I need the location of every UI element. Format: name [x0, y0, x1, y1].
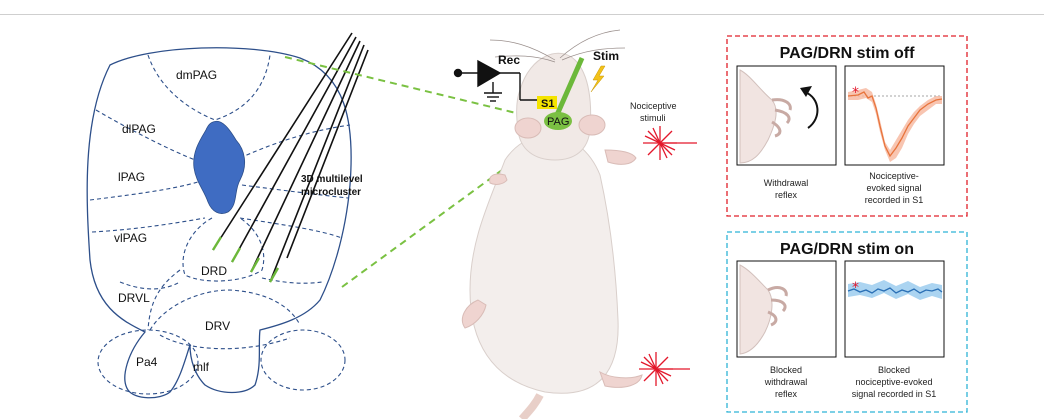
rat-ear-right [578, 114, 606, 136]
panel-on-border [726, 231, 968, 413]
rat-front-paw-right [604, 149, 637, 165]
region-label-dmpag: dmPAG [176, 68, 217, 82]
region-label-pa4: Pa4 [136, 355, 158, 369]
probe-label-line1: 3D multilevel [301, 174, 363, 185]
rec-label: Rec [498, 53, 520, 67]
probe-label-line2: microcluster [301, 187, 361, 198]
panel-off-title: PAG/DRN stim off [780, 45, 915, 62]
rat-ear-left [514, 117, 542, 139]
nociceptive-label-line2: stimuli [640, 113, 666, 123]
region-label-drvl: DRVL [118, 291, 150, 305]
rat-illustration: S1 PAG Rec Stim Nociceptive stimuli [453, 29, 697, 419]
top-rule [0, 14, 1044, 15]
panel-on-title: PAG/DRN stim on [780, 241, 914, 258]
panel-on-toes [767, 286, 788, 327]
laser-burst-icon-top [643, 126, 697, 160]
probe-shafts [212, 32, 369, 283]
pag-marker [544, 112, 572, 130]
laser-burst-icon-bottom [639, 352, 690, 386]
panel-stim-on: PAG/DRN stim on * Blocked withdrawal ref… [726, 231, 968, 413]
rat-whiskers [489, 29, 626, 63]
panel-on-right-caption-1: Blocked [878, 365, 910, 375]
panel-off-trace [847, 91, 943, 158]
right-ellipse-outline [260, 329, 346, 391]
panel-on-left-caption-1: Blocked [770, 365, 802, 375]
nociceptive-label-line1: Nociceptive [630, 101, 677, 111]
panel-off-toes [771, 98, 792, 138]
panel-off-star-icon: * [852, 85, 859, 101]
brain-outline [86, 47, 352, 399]
rat-hind-paw-right [599, 370, 643, 388]
region-label-dlpag: dlPAG [122, 122, 156, 136]
rat-front-paw-left [489, 173, 508, 185]
probe-tips [211, 236, 280, 283]
panel-off-right-caption-3: recorded in S1 [865, 195, 924, 205]
region-label-drd: DRD [201, 264, 227, 278]
stim-lightning-icon [590, 65, 606, 93]
panel-on-left-caption-3: reflex [775, 389, 798, 399]
pa4-outline [97, 329, 199, 395]
panel-on-trace-band [848, 280, 942, 300]
zoom-link-lines [284, 56, 551, 288]
panel-on-trace [847, 287, 943, 294]
panel-on-right-frame [844, 260, 945, 358]
region-label-drv: DRV [205, 319, 230, 333]
withdrawal-arrowhead [800, 86, 812, 97]
rat-hind-paw-left [461, 299, 487, 329]
panel-on-star-icon: * [852, 280, 859, 296]
s1-label: S1 [541, 98, 554, 110]
rec-circuit [453, 59, 537, 102]
panel-on-right-caption-3: signal recorded in S1 [852, 389, 937, 399]
withdrawal-arrow-icon [804, 91, 819, 129]
panel-off-right-caption-1: Nociceptive- [869, 171, 919, 181]
rat-body [469, 134, 619, 394]
rat-tail [518, 393, 544, 419]
panel-off-border [726, 35, 968, 217]
stim-label: Stim [593, 49, 619, 63]
panel-on-left-caption-2: withdrawal [764, 377, 808, 387]
brain-section: dmPAG dlPAG lPAG vlPAG DRD DRVL DRV Pa4 … [86, 32, 369, 399]
region-label-mlf: mlf [193, 360, 210, 374]
panel-off-paw [739, 69, 777, 164]
s1-marker [537, 96, 557, 109]
aqueduct-shape [193, 120, 246, 214]
region-label-lpag: lPAG [118, 170, 145, 184]
panel-off-left-caption-2: reflex [775, 190, 798, 200]
panel-on-right-caption-2: nociceptive-evoked [855, 377, 932, 387]
region-label-vlpag: vlPAG [114, 231, 147, 245]
region-boundaries [89, 54, 351, 350]
panel-stim-off: PAG/DRN stim off * Withdrawal reflex Noc… [726, 35, 968, 217]
panel-off-left-caption-1: Withdrawal [764, 178, 809, 188]
pag-label: PAG [547, 116, 569, 128]
panel-off-right-caption-2: evoked signal [866, 183, 921, 193]
